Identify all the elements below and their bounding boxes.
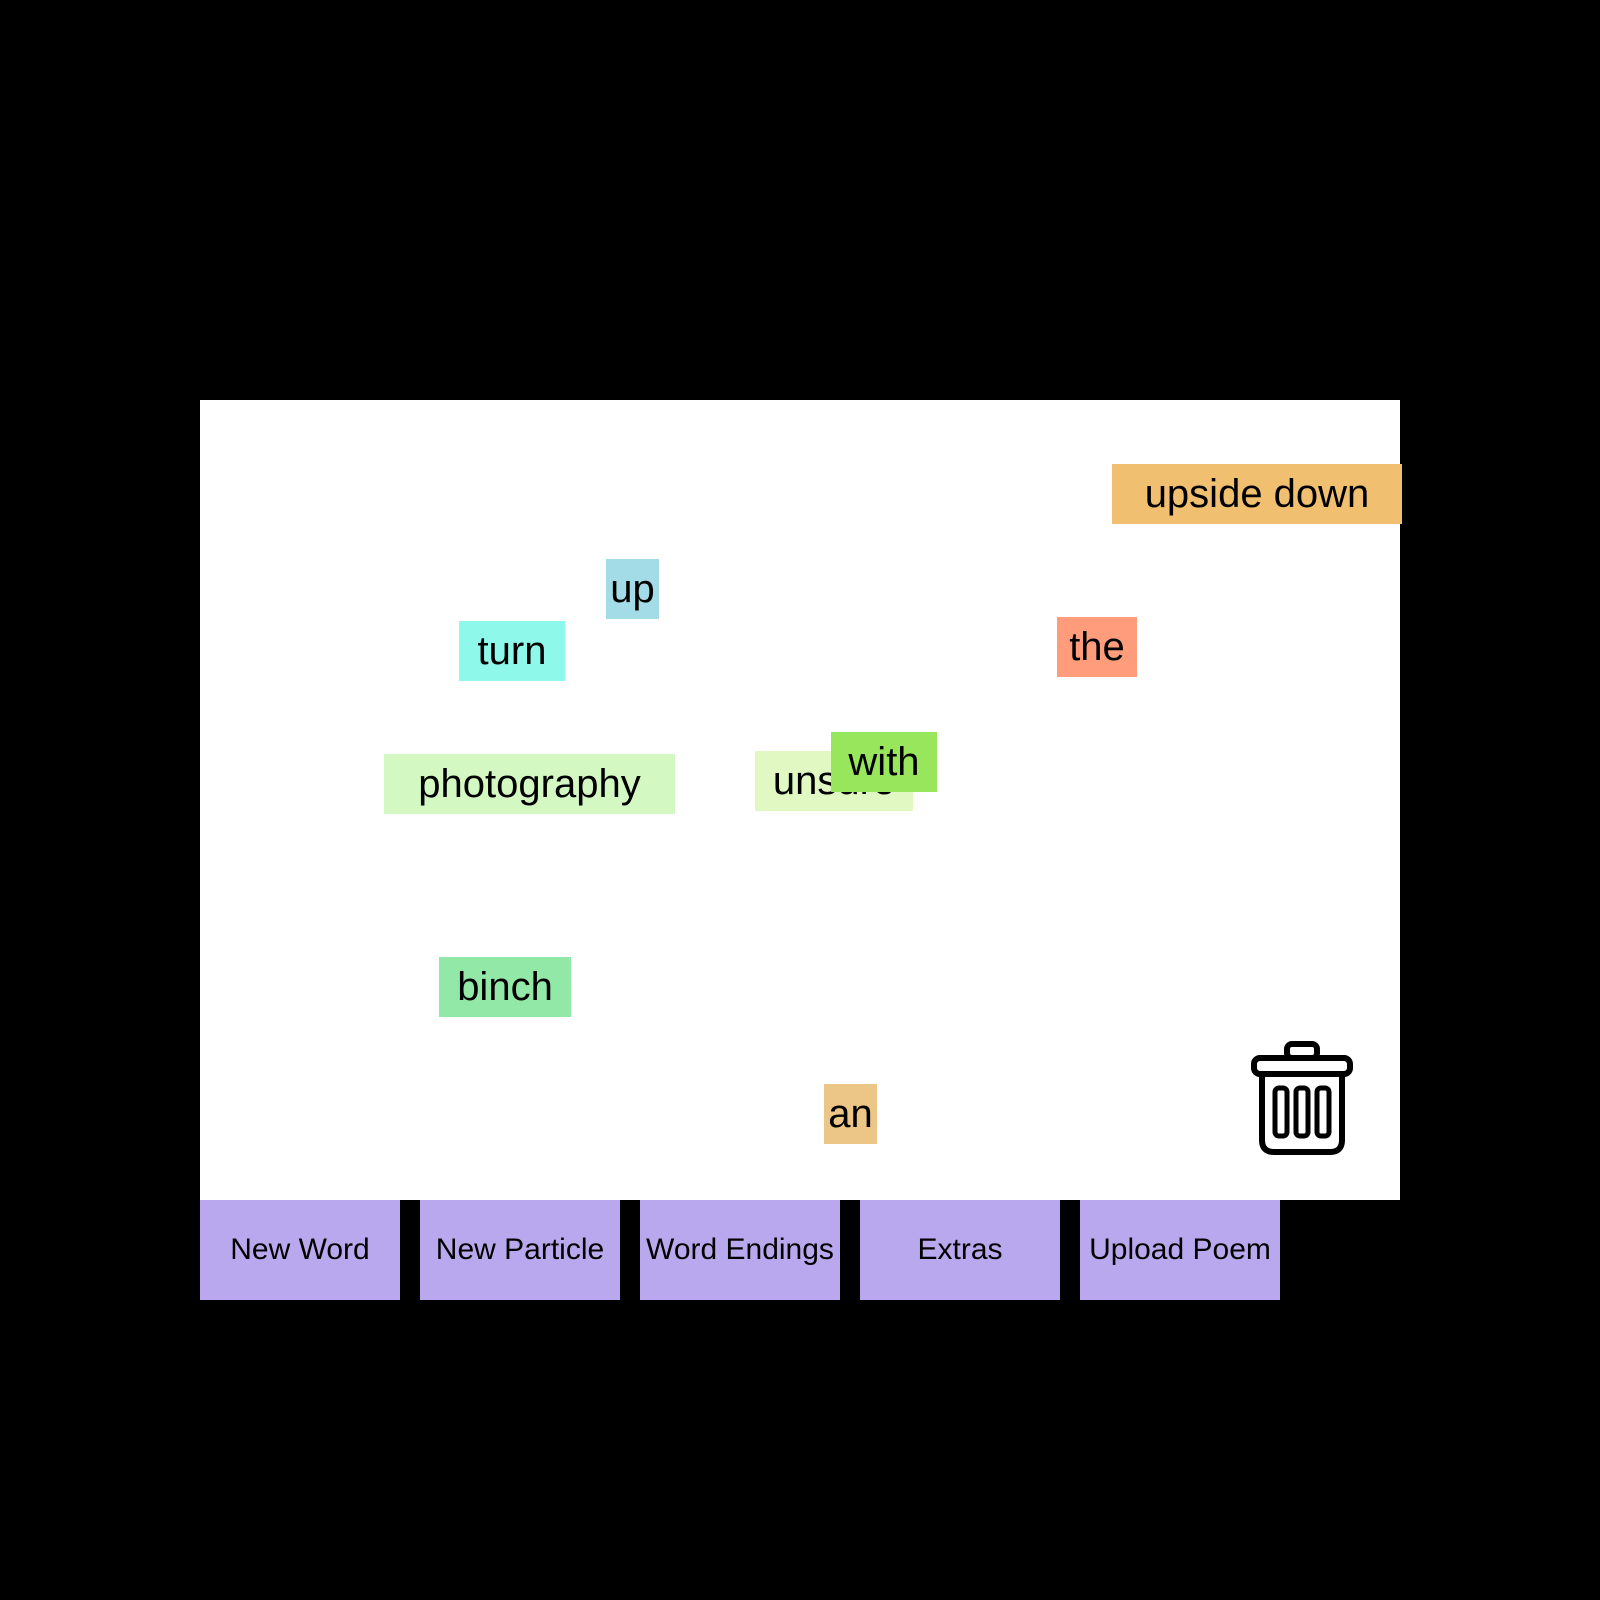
word-tile-up[interactable]: up [606,559,659,619]
new-particle-button[interactable]: New Particle [420,1200,620,1300]
word-tile-photography[interactable]: photography [384,754,675,814]
upload-poem-button[interactable]: Upload Poem [1080,1200,1280,1300]
word-endings-button[interactable]: Word Endings [640,1200,840,1300]
extras-button[interactable]: Extras [860,1200,1060,1300]
trash-icon [1251,1041,1353,1155]
word-tile-turn[interactable]: turn [459,621,565,681]
word-tile-upside-down[interactable]: upside down [1112,464,1402,524]
word-tile-with[interactable]: with [831,732,937,792]
word-tile-the[interactable]: the [1057,617,1137,677]
poem-board[interactable]: upside down up turn the photography unsu… [200,400,1402,1200]
word-tile-an[interactable]: an [824,1084,877,1144]
word-tile-binch[interactable]: binch [439,957,571,1017]
trash-bin[interactable] [1250,1040,1354,1156]
new-word-button[interactable]: New Word [200,1200,400,1300]
